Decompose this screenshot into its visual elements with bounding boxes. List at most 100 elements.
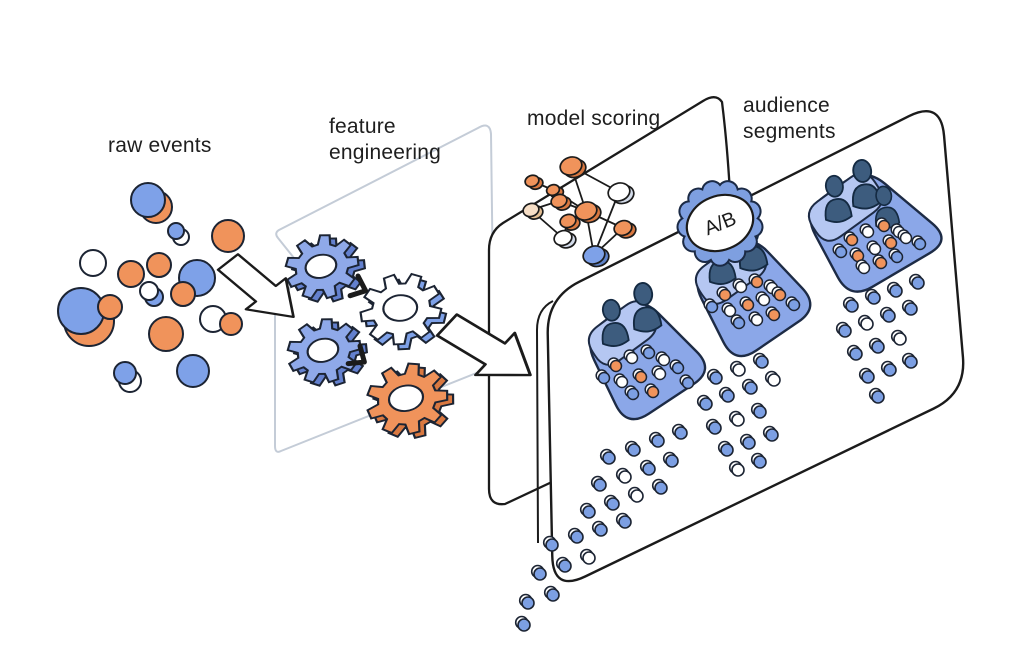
- event-dot: [148, 316, 184, 352]
- audience-dot: [623, 349, 639, 365]
- network-node: [607, 182, 635, 205]
- model-network: [522, 156, 637, 268]
- audience-dot: [632, 368, 648, 384]
- audience-dot: [640, 344, 656, 360]
- label-model-scoring: model scoring: [527, 107, 661, 130]
- audience-dot: [890, 329, 907, 346]
- audience-dot: [771, 286, 787, 302]
- gears: [284, 234, 455, 440]
- feature-engineering-box: [274, 124, 496, 453]
- audience-dot: [732, 278, 748, 294]
- audience-dot: [706, 368, 723, 385]
- audience-dot: [886, 281, 903, 298]
- audience-dot: [662, 451, 679, 468]
- network-node: [522, 202, 544, 220]
- audience-dot: [785, 296, 801, 312]
- label-audience-segments: audience segments: [743, 94, 836, 143]
- audience-dot: [530, 564, 547, 581]
- audience-dot: [671, 423, 688, 440]
- audience-dot: [624, 440, 641, 457]
- audience-dot: [648, 431, 665, 448]
- flow-arrow-icon: [216, 253, 295, 319]
- event-dot: [97, 294, 123, 320]
- raw-events-cluster: [57, 182, 245, 393]
- person-icon: [851, 159, 882, 210]
- event-dot: [167, 222, 185, 240]
- audience-dot: [729, 360, 746, 377]
- network-node: [524, 174, 544, 191]
- person-icon: [632, 282, 663, 333]
- ab-test-badge: A/B: [676, 180, 764, 267]
- audience-tray: [587, 282, 707, 421]
- audience-dot: [644, 383, 660, 399]
- network-node: [553, 229, 577, 249]
- audience-dot: [857, 314, 874, 331]
- gear-icon: [286, 318, 369, 387]
- audience-dot: [728, 410, 745, 427]
- audience-dot: [679, 374, 695, 390]
- audience-dot: [599, 448, 616, 465]
- event-dot: [170, 281, 196, 307]
- person-icon: [824, 174, 853, 223]
- audience-dot: [669, 359, 685, 375]
- flow-arrow-icon: [435, 313, 532, 377]
- event-dot: [211, 219, 245, 253]
- audience-dot: [765, 306, 781, 322]
- audience-dot: [750, 452, 767, 469]
- audience-dot: [908, 273, 925, 290]
- event-dot: [146, 252, 172, 278]
- network-node: [582, 245, 610, 268]
- network-node: [559, 156, 587, 179]
- dot-stream: [696, 352, 781, 477]
- audience-dot: [842, 296, 859, 313]
- audience-dot: [651, 365, 667, 381]
- audience-tray: [807, 159, 943, 293]
- audience-dot: [730, 314, 746, 330]
- audience-dot: [875, 217, 891, 233]
- audience-dot: [514, 615, 531, 632]
- audience-dot: [591, 520, 608, 537]
- audience-dot: [721, 302, 737, 318]
- dot-stream: [514, 423, 688, 632]
- audience-dot: [748, 273, 764, 289]
- audience-dot: [555, 556, 572, 573]
- audience-dot: [901, 352, 918, 369]
- event-dot: [130, 182, 166, 218]
- event-dot: [139, 281, 159, 301]
- small-arrow-icon: [347, 273, 369, 299]
- person-icon: [601, 298, 630, 347]
- dot-stream: [835, 273, 925, 404]
- label-raw-events: raw events: [108, 134, 212, 157]
- audience-dot: [543, 585, 560, 602]
- audience-dot: [843, 231, 859, 247]
- audience-dot: [705, 418, 722, 435]
- audience-dot: [615, 512, 632, 529]
- audience-dot: [655, 351, 671, 367]
- audience-dot: [613, 373, 629, 389]
- audience-dot: [624, 385, 640, 401]
- event-dot: [176, 354, 210, 388]
- network-node: [613, 219, 637, 239]
- audience-dot: [901, 299, 918, 316]
- audience-dot: [748, 311, 764, 327]
- audience-dot: [855, 259, 871, 275]
- small-arrow-icon: [345, 343, 367, 367]
- audience-dot: [866, 240, 882, 256]
- event-dot: [113, 361, 137, 385]
- audience-dot: [832, 243, 848, 259]
- audience-dot: [752, 352, 769, 369]
- gear-icon: [366, 362, 455, 440]
- event-dot: [117, 260, 145, 288]
- event-dot: [79, 249, 107, 277]
- audience-dot: [868, 337, 885, 354]
- audience-dot: [872, 254, 888, 270]
- audience-dot: [859, 223, 875, 239]
- audience-dot: [567, 527, 584, 544]
- audience-dot: [542, 535, 559, 552]
- audience-dot: [579, 548, 596, 565]
- audience-dot: [879, 306, 896, 323]
- audience-dot: [651, 478, 668, 495]
- label-feature-engineering: feature engineering: [329, 115, 441, 164]
